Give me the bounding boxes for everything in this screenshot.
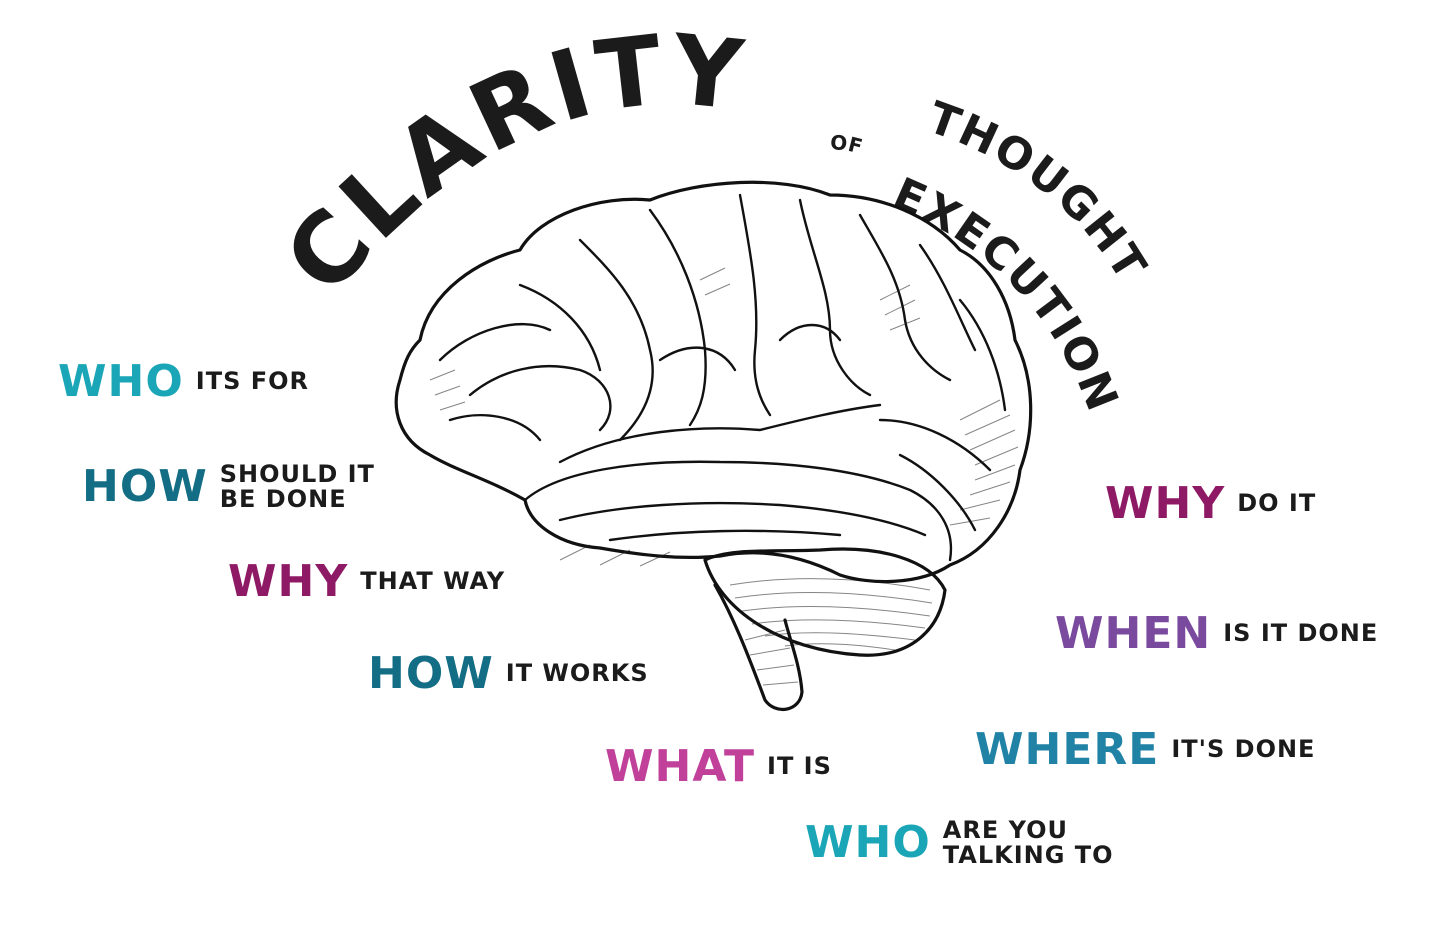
question-who-its-for: WHO ITS FOR bbox=[58, 360, 309, 404]
central-sulcus bbox=[738, 193, 772, 417]
brainstem-outline bbox=[713, 583, 804, 711]
sylvian-fissure bbox=[558, 403, 882, 464]
question-text: ITS FOR bbox=[195, 367, 309, 396]
question-keyword: WHERE bbox=[975, 724, 1160, 775]
brain-icon bbox=[394, 180, 1033, 711]
question-keyword: WHAT bbox=[605, 741, 756, 792]
title-of: OF bbox=[830, 130, 865, 158]
question-how-it-works: HOW IT WORKS bbox=[368, 652, 649, 696]
question-keyword: WHEN bbox=[1055, 608, 1212, 659]
brainstem-hatching bbox=[744, 629, 799, 686]
question-how-should-it-be-done: HOW SHOULD IT BE DONE bbox=[82, 460, 375, 514]
question-text: IS IT DONE bbox=[1223, 619, 1379, 648]
question-keyword: HOW bbox=[82, 461, 208, 513]
question-where-its-done: WHERE IT'S DONE bbox=[975, 728, 1315, 772]
question-text: IT'S DONE bbox=[1171, 735, 1316, 764]
question-text: ARE YOU TALKING TO bbox=[942, 816, 1114, 870]
question-text: IT WORKS bbox=[505, 659, 649, 688]
question-text: THAT WAY bbox=[360, 567, 506, 596]
question-keyword: HOW bbox=[368, 648, 494, 699]
question-keyword: WHO bbox=[58, 356, 184, 407]
title-main: CLARITY bbox=[263, 13, 751, 314]
question-why-that-way: WHY THAT WAY bbox=[228, 560, 505, 604]
question-when-is-it-done: WHEN IS IT DONE bbox=[1055, 612, 1378, 656]
question-text: SHOULD IT BE DONE bbox=[219, 460, 375, 514]
question-keyword: WHY bbox=[1105, 478, 1226, 529]
cerebrum-hatching bbox=[429, 267, 1019, 567]
cerebellum-hatching bbox=[729, 578, 933, 651]
question-keyword: WHO bbox=[805, 817, 931, 869]
temporal-lobe-fold bbox=[523, 460, 953, 562]
question-what-it-is: WHAT IT IS bbox=[605, 745, 832, 789]
question-why-do-it: WHY DO IT bbox=[1105, 482, 1316, 526]
question-keyword: WHY bbox=[228, 556, 349, 607]
question-text: DO IT bbox=[1237, 489, 1317, 518]
question-text: IT IS bbox=[767, 752, 832, 781]
cerebrum-outline bbox=[394, 180, 1033, 584]
question-who-are-you-talking-to: WHO ARE YOU TALKING TO bbox=[805, 816, 1114, 870]
